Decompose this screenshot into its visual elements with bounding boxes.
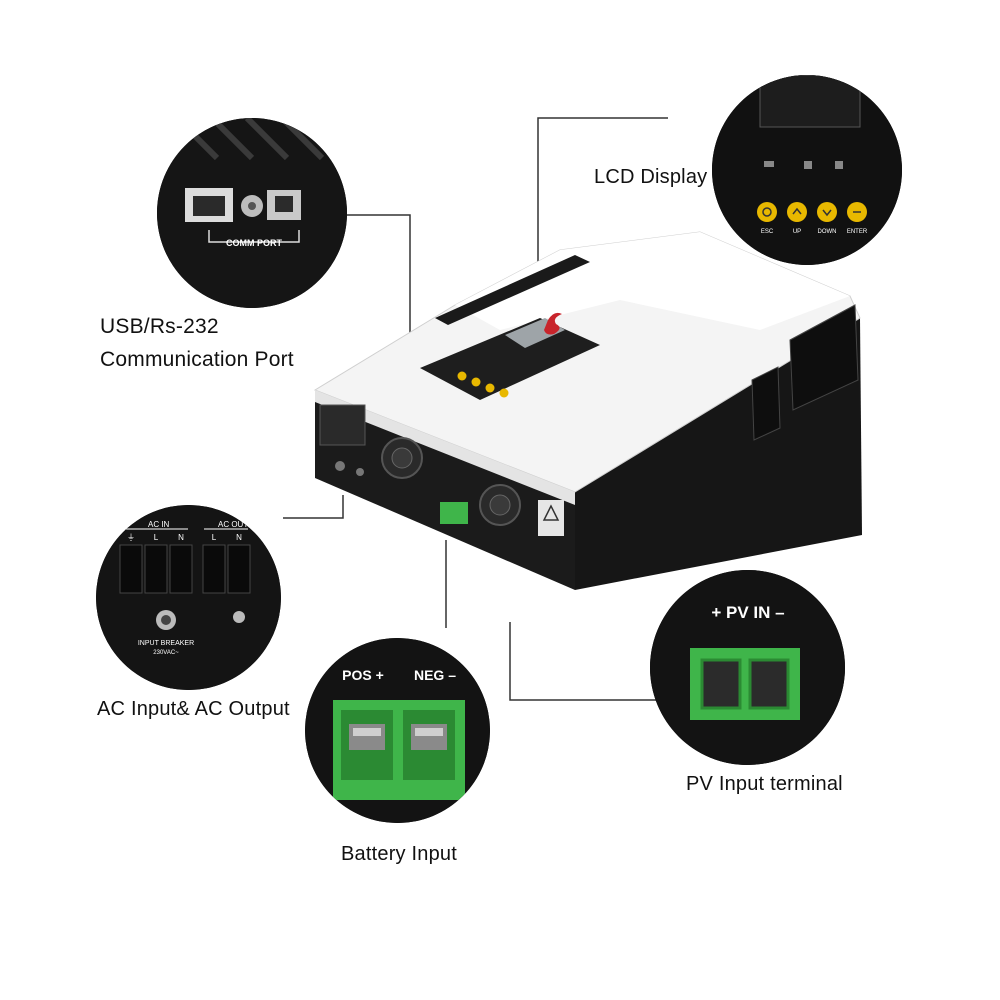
pv-in-panel-label: + PV IN –: [711, 603, 784, 622]
ac-terminal: [119, 544, 143, 594]
ground-screw-icon: [233, 611, 245, 623]
ac-in-label: AC IN: [148, 520, 170, 529]
pv-input-zoom: + PV IN –: [650, 570, 845, 765]
up-label: UP: [793, 229, 801, 235]
lcd-display-zoom: ESC UP DOWN ENTER: [712, 75, 902, 265]
comm-port-zoom: COMM PORT: [157, 118, 347, 308]
ac-terminal: [144, 544, 168, 594]
breaker-label-line1: INPUT BREAKER: [138, 640, 194, 647]
comm-port-panel-text: COMM PORT: [226, 238, 282, 248]
comm-port-label: USB/Rs-232 Communication Port: [100, 310, 294, 376]
enter-label: ENTER: [847, 229, 868, 235]
battery-input-detail: POS + NEG –: [305, 638, 490, 823]
pv-input-label: PV Input terminal: [686, 773, 843, 795]
ac-out-label: AC OUT: [218, 520, 248, 529]
battery-input-label: Battery Input: [341, 843, 457, 865]
pv-input-detail: + PV IN –: [650, 570, 845, 765]
lcd-button-row: [757, 202, 867, 222]
battery-pos-label: POS +: [342, 667, 384, 683]
inverter-front-face: [315, 390, 575, 590]
ac-out-n-label: N: [236, 533, 242, 542]
ac-in-l-label: L: [154, 533, 159, 542]
leader-line-comm: [320, 214, 411, 345]
ground-terminal-label: ⏚: [127, 533, 135, 542]
front-pv-terminal: [440, 502, 468, 524]
down-button: [817, 202, 837, 222]
lcd-display-detail: ESC UP DOWN ENTER: [712, 75, 902, 265]
ac-terminal: [169, 544, 193, 594]
comm-port-title-line2: Communication Port: [100, 348, 294, 371]
leader-line-pv: [509, 622, 658, 701]
breaker-label-line2: 230VAC~: [153, 650, 179, 656]
battery-neg-clamp: [411, 724, 447, 750]
inverter-display-panel: [420, 318, 600, 400]
comm-port-detail: COMM PORT: [157, 118, 347, 308]
brand-logo: [544, 312, 562, 335]
inverter-button: [485, 383, 495, 393]
ac-io-zoom: AC IN AC OUT ⏚ L N L N INPUT BREAKER: [96, 505, 281, 690]
battery-neg-label: NEG –: [414, 667, 456, 683]
inverter-right-side: [575, 318, 862, 590]
comm-port-title-line1: USB/Rs-232: [100, 315, 219, 338]
side-vent-grill: [789, 304, 859, 411]
battery-pos-clamp: [349, 724, 385, 750]
ac-io-label: AC Input& AC Output: [97, 698, 290, 720]
ac-out-l-label: L: [212, 533, 217, 542]
lcd-display-label: LCD Display: [594, 166, 708, 188]
leader-line-ac: [283, 495, 344, 519]
esc-button: [757, 202, 777, 222]
inverter-button: [457, 371, 467, 381]
ac-in-n-label: N: [178, 533, 184, 542]
battery-input-zoom: POS + NEG –: [305, 638, 490, 823]
esc-label: ESC: [761, 229, 774, 235]
inverter-button: [471, 377, 481, 387]
ac-terminal: [227, 544, 251, 594]
ac-terminal: [202, 544, 226, 594]
inverter-top-vent: [435, 255, 590, 325]
up-button: [787, 202, 807, 222]
ac-io-detail: AC IN AC OUT ⏚ L N L N INPUT BREAKER: [96, 505, 281, 690]
down-label: DOWN: [818, 229, 837, 235]
inverter-button: [499, 388, 509, 398]
